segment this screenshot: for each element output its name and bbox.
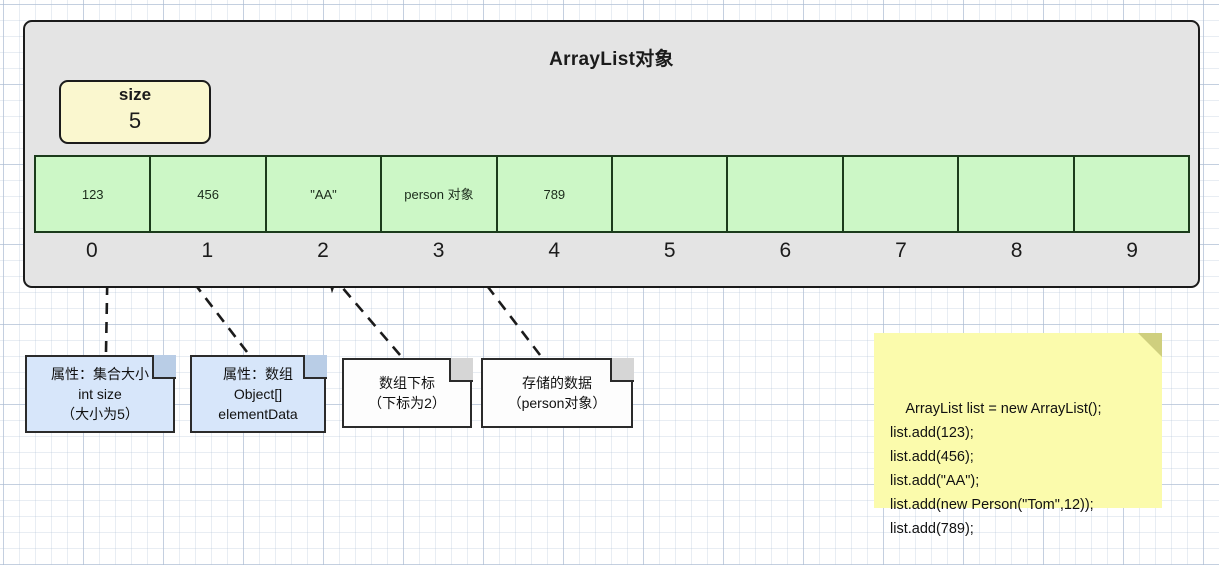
note-fold-corner-icon <box>1138 333 1162 357</box>
array-index-label: 4 <box>548 239 561 262</box>
arraylist-object-container: ArrayList对象 size 5 <box>23 20 1200 288</box>
note-size: 属性：集合大小 int size （大小为5） <box>25 354 176 433</box>
note-text: 数组下标 （下标为2） <box>368 375 446 411</box>
array-cell <box>959 157 1075 231</box>
note-text: 属性：集合大小 int size （大小为5） <box>51 366 149 422</box>
size-field-value: 5 <box>128 108 142 133</box>
diagram-canvas: ArrayList对象 size 5 123 456 "AA" person 对… <box>23 20 1200 537</box>
size-field: size 5 <box>59 80 211 144</box>
note-fold-corner-icon <box>151 354 176 379</box>
note-index: 数组下标 （下标为2） <box>342 357 473 428</box>
note-elementdata: 属性：数组 Object[] elementData <box>190 354 327 433</box>
array-index-label: 3 <box>432 239 445 262</box>
array-index-row: 0 1 2 3 4 5 6 7 8 9 <box>34 234 1190 270</box>
array-cell <box>843 157 960 231</box>
array-cell <box>728 157 844 231</box>
array-index-label: 0 <box>85 239 98 262</box>
array-index-label: 6 <box>779 239 792 262</box>
size-field-label: size <box>118 85 152 104</box>
array-index-label: 1 <box>201 239 214 262</box>
array-cell: "AA" <box>266 157 383 231</box>
code-snippet-note: ArrayList list = new ArrayList(); list.a… <box>874 333 1162 537</box>
array-cell <box>613 157 729 231</box>
note-fold-corner-icon <box>448 357 473 382</box>
note-text: 存储的数据 （person对象） <box>507 375 607 411</box>
array-cell: 456 <box>151 157 267 231</box>
code-snippet-text: ArrayList list = new ArrayList(); list.a… <box>890 401 1102 537</box>
array-index-label: 9 <box>1126 239 1138 262</box>
array-index-label: 8 <box>1010 239 1023 262</box>
note-fold-corner-icon <box>609 357 634 382</box>
note-fold-corner-icon <box>302 354 327 379</box>
note-data: 存储的数据 （person对象） <box>481 357 634 428</box>
element-data-array: 123 456 "AA" person 对象 789 <box>34 155 1190 233</box>
array-cell: person 对象 <box>382 157 498 231</box>
array-cell: 123 <box>36 157 152 231</box>
array-cell <box>1074 157 1189 231</box>
note-text: 属性：数组 Object[] elementData <box>218 366 298 422</box>
array-index-label: 2 <box>317 239 329 262</box>
page-title: ArrayList对象 <box>549 49 674 70</box>
array-index-label: 5 <box>663 239 676 262</box>
array-index-label: 7 <box>895 239 907 262</box>
array-cell: 789 <box>497 157 614 231</box>
